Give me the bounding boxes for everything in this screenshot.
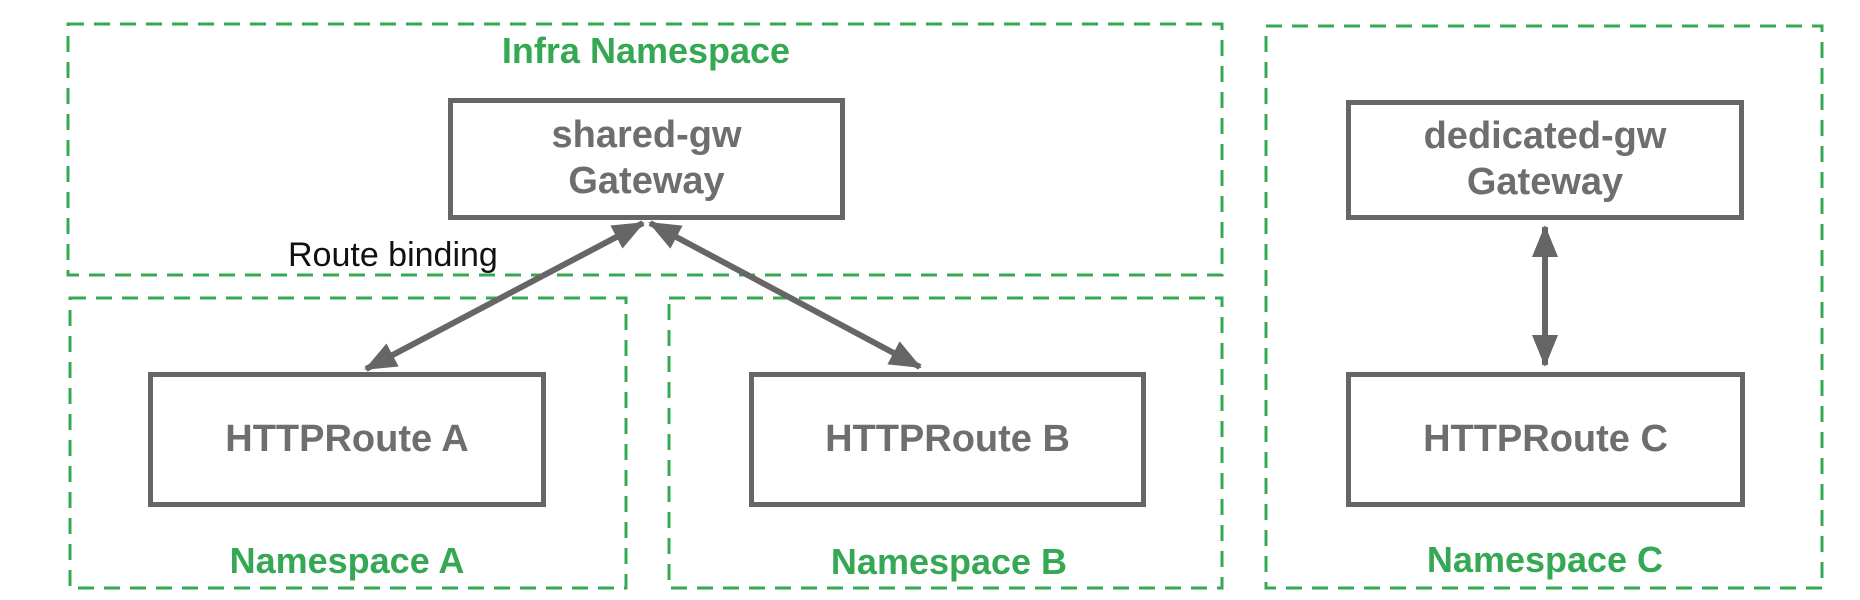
namespace-c-border <box>1264 24 1824 590</box>
shared-gateway-name: shared-gw <box>551 114 742 157</box>
namespace-a-border <box>68 296 628 590</box>
httproute-b-label: HTTPRoute B <box>825 417 1070 460</box>
httproute-b-node: HTTPRoute B <box>749 372 1146 507</box>
httproute-c-node: HTTPRoute C <box>1346 372 1745 507</box>
infra-namespace-border <box>66 22 1224 277</box>
namespace-c-label: Namespace C <box>1426 539 1664 580</box>
dedicated-gateway-node: dedicated-gw Gateway <box>1346 100 1744 220</box>
httproute-a-node: HTTPRoute A <box>148 372 546 507</box>
route-a-binding-arrow <box>364 220 645 372</box>
dedicated-gateway-name: dedicated-gw <box>1423 115 1667 158</box>
httproute-a-label: HTTPRoute A <box>225 417 469 460</box>
infra-namespace-label: Infra Namespace <box>501 30 791 71</box>
route-b-binding-arrow <box>648 220 922 370</box>
namespace-a-label: Namespace A <box>229 540 465 581</box>
shared-gateway-node: shared-gw Gateway <box>448 98 845 220</box>
shared-gateway-kind: Gateway <box>568 160 725 202</box>
httproute-c-label: HTTPRoute C <box>1423 417 1668 460</box>
namespace-b-label: Namespace B <box>830 541 1068 582</box>
dedicated-gateway-kind: Gateway <box>1466 161 1624 203</box>
namespace-b-border <box>667 296 1224 590</box>
route-binding-label: Route binding <box>288 236 498 274</box>
